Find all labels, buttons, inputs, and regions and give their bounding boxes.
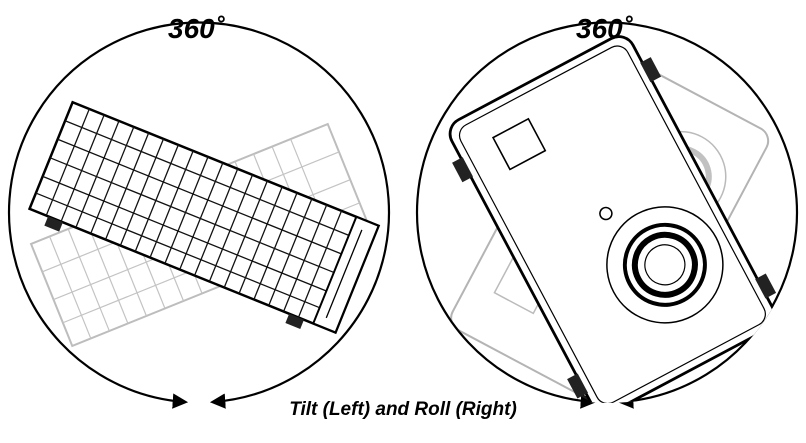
tilt-diagram [7,21,391,409]
projector-body-roll [448,35,777,403]
tilt-rotation-arc [7,21,391,409]
tilt-angle-label: 360˚ [168,13,225,44]
projector-body-tilt [27,100,381,335]
roll-angle-label: 360˚ [576,13,633,44]
roll-diagram [415,21,799,409]
figure-caption: Tilt (Left) and Roll (Right) [289,399,517,420]
